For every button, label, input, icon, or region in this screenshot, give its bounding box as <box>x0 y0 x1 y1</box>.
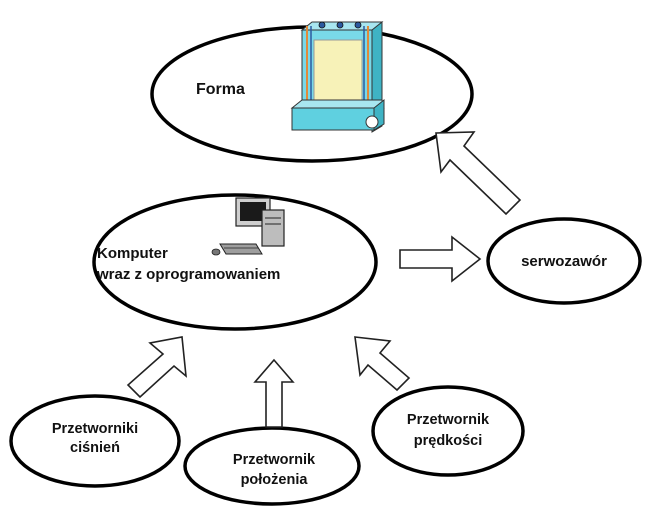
arrow-polozenia-to-komputer <box>253 358 295 428</box>
arrow-cisnien-to-komputer <box>126 336 187 399</box>
arrow-predkosci-to-komputer <box>354 336 411 392</box>
komputer-label-line2: wraz z oprogramowaniem <box>96 266 280 283</box>
computer-icon <box>211 197 285 256</box>
forma-label: Forma <box>196 81 245 98</box>
przetwornik-polozenia-ellipse <box>183 426 361 506</box>
node-przetwornik-polozenia: Przetwornik położenia <box>183 426 361 506</box>
node-komputer: Komputer wraz z oprogramowaniem <box>92 193 378 331</box>
mold-form-icon <box>290 21 385 133</box>
arrow-komputer-to-serwozawor <box>399 235 482 283</box>
serwozawor-ellipse <box>486 217 642 305</box>
przetwornik-predkosci-line2: prędkości <box>414 433 483 449</box>
przetwornik-polozenia-line1: Przetwornik <box>233 452 316 468</box>
node-przetwornik-predkosci: Przetwornik prędkości <box>371 385 525 477</box>
komputer-label-line1: Komputer <box>97 245 168 262</box>
przetworniki-cisnien-line1: Przetworniki <box>52 421 138 437</box>
node-serwozawor: serwozawór <box>486 217 642 305</box>
przetworniki-cisnien-ellipse <box>9 394 181 488</box>
przetworniki-cisnien-line2: ciśnień <box>70 440 120 456</box>
przetwornik-predkosci-ellipse <box>371 385 525 477</box>
przetwornik-polozenia-line2: położenia <box>241 472 309 488</box>
arrow-serwozawor-to-forma <box>435 131 522 216</box>
node-przetworniki-cisnien: Przetworniki ciśnień <box>9 394 181 488</box>
komputer-ellipse <box>92 193 378 331</box>
serwozawor-label: serwozawór <box>521 253 607 270</box>
przetwornik-predkosci-line1: Przetwornik <box>407 412 490 428</box>
